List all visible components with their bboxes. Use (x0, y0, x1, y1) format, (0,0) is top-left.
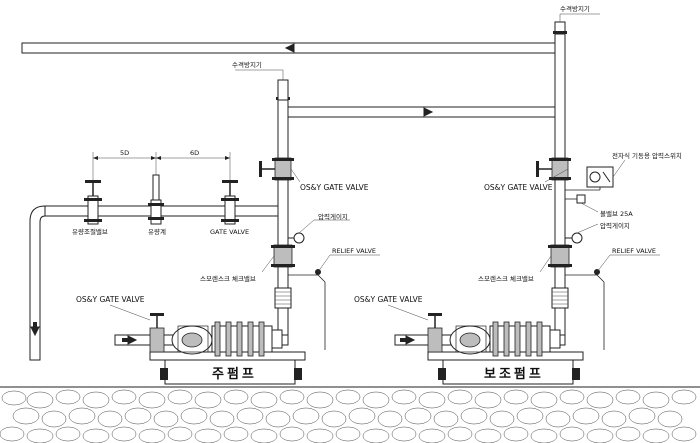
water-hammer-arrester-mid (277, 79, 289, 101)
ground (0, 385, 700, 443)
label-osy-lower-left: OS&Y GATE VALVE (76, 295, 145, 304)
aux-pump-casing (449, 325, 491, 355)
stone-pattern (0, 389, 697, 443)
flow-control-valve (84, 180, 102, 225)
label-gate-valve: GATE VALVE (210, 228, 249, 236)
label-ball-valve: 볼밸브 25A (600, 209, 633, 218)
relief-valve-right (565, 269, 605, 350)
middle-pipe (287, 106, 556, 118)
osy-gate-valve-upper-right (536, 157, 571, 181)
label-aux-pump: 보조펌프 (484, 366, 544, 382)
aux-pump-motor (489, 321, 561, 357)
label-main-pump: 주펌프 (212, 366, 257, 382)
dimension-lines (92, 152, 231, 180)
label-pressure-switch: 전자식 기동용 압력스위치 (612, 151, 682, 160)
relief-valve-left (288, 269, 326, 350)
label-pressure-gauge-right: 압력게이지 (600, 221, 630, 230)
label-relief-valve-right: RELIEF VALVE (612, 247, 656, 255)
label-flow-control-valve: 유량조절밸브 (72, 227, 108, 236)
label-osy-lower-right: OS&Y GATE VALVE (354, 295, 423, 304)
label-flow-meter: 유량계 (148, 227, 166, 236)
arrow-left-top (284, 43, 295, 53)
arrow-right-mid (423, 107, 434, 117)
label-pressure-gauge-left: 압력게이지 (318, 212, 348, 221)
check-valve-right (548, 244, 572, 268)
main-pump-motor (211, 321, 283, 357)
main-pump-assembly (149, 313, 306, 385)
gate-valve-test (221, 180, 239, 225)
main-pump-osy-valve (149, 313, 165, 353)
label-osy-upper-right: OS&Y GATE VALVE (484, 183, 553, 192)
label-arrester-mid: 수격방지기 (232, 60, 262, 69)
main-pump-casing (171, 325, 213, 355)
osy-gate-valve-upper-left (259, 157, 294, 181)
flow-meter (148, 174, 164, 225)
flex-joint-right (551, 287, 569, 309)
label-check-valve-left: 스모렌스크 체크밸브 (200, 274, 256, 283)
label-dim-5d: 5D (120, 149, 129, 157)
aux-pump-assembly (427, 313, 584, 385)
label-osy-upper-left: OS&Y GATE VALVE (300, 183, 369, 192)
label-relief-valve-left: RELIEF VALVE (332, 247, 376, 255)
pressure-gauge-right (565, 232, 583, 244)
flex-joint-left (274, 287, 292, 309)
aux-pump-osy-valve (427, 313, 443, 353)
leader-lines (109, 13, 660, 321)
pressure-switch (565, 166, 614, 191)
label-check-valve-right: 스모렌스크 체크밸브 (478, 274, 534, 283)
label-arrester-top: 수격방지기 (560, 4, 590, 13)
ball-valve (565, 194, 586, 204)
test-drain-elbow (29, 205, 46, 361)
pressure-gauge-left (288, 232, 305, 244)
check-valve-left (271, 244, 295, 268)
label-dim-6d: 6D (190, 149, 199, 157)
